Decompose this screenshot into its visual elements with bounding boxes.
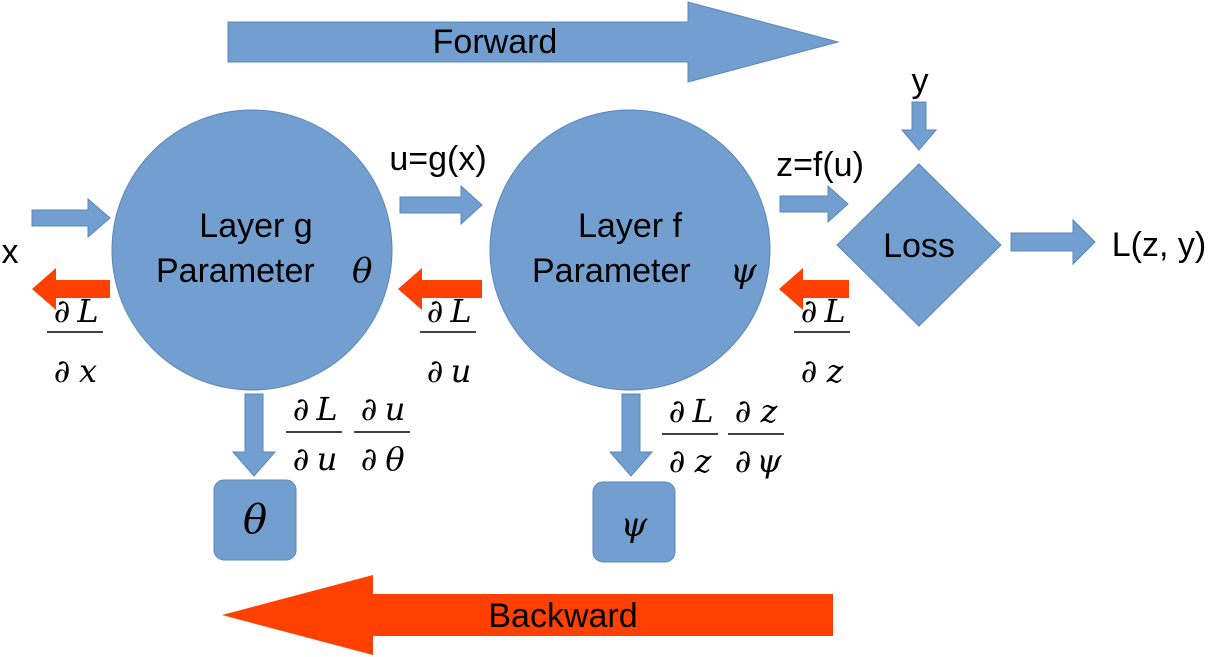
dL-du-numerator-partial: ∂ <box>427 292 444 330</box>
grad-psi-t2-numerator: z <box>760 392 779 430</box>
grad-theta-t2-denominator: θ <box>385 440 404 478</box>
loss-to-output-arrow <box>1010 218 1096 266</box>
dL-du-fraction: ∂ L ∂ u <box>420 292 476 390</box>
grad-theta-term-1: ∂ L ∂ u <box>286 390 342 478</box>
layer-g-param-label: Parameter <box>156 252 315 290</box>
loss-label: Loss <box>883 227 955 265</box>
input-x-label: x <box>2 233 19 271</box>
layer-f-title: Layer f <box>578 207 682 245</box>
psi-box-symbol: ψ <box>621 505 648 545</box>
grad-psi-t2-denominator: ψ <box>756 442 782 480</box>
input-y-label: y <box>912 62 929 100</box>
grad-psi-t1-denominator-partial: ∂ <box>669 442 686 480</box>
dL-du-numerator: L <box>449 292 471 330</box>
dL-dz-numerator: L <box>823 292 845 330</box>
input-x-arrow <box>31 197 111 239</box>
grad-psi-t1-denominator: z <box>694 442 713 480</box>
dL-dx-fraction: ∂ L ∂ x <box>47 292 103 390</box>
grad-psi-t2-denominator-partial: ∂ <box>735 442 752 480</box>
backward-label: Backward <box>488 597 637 635</box>
dL-dz-denominator: z <box>826 352 845 390</box>
layer-f-node <box>489 109 771 391</box>
grad-psi-t1-numerator: L <box>691 392 713 430</box>
grad-psi-t2-numerator-partial: ∂ <box>735 392 752 430</box>
input-y-arrow <box>900 101 938 151</box>
forward-label: Forward <box>433 23 558 61</box>
dL-du-denominator-partial: ∂ <box>427 352 444 390</box>
grad-u-arrow <box>398 268 482 310</box>
grad-theta-term-2: ∂ u ∂ θ <box>354 390 410 478</box>
dL-dz-denominator-partial: ∂ <box>801 352 818 390</box>
dL-dx-numerator: L <box>76 292 98 330</box>
grad-psi-term-2: ∂ z ∂ ψ <box>728 392 784 480</box>
layer-f-param-symbol: ψ <box>730 251 757 291</box>
grad-theta-t1-denominator-partial: ∂ <box>293 440 310 478</box>
output-label: L(z, y) <box>1112 226 1206 264</box>
grad-z-arrow <box>779 268 849 310</box>
dL-dx-denominator: x <box>79 352 97 390</box>
layer-g-node <box>111 109 393 391</box>
grad-psi-t1-numerator-partial: ∂ <box>669 392 686 430</box>
dL-dx-numerator-partial: ∂ <box>54 292 71 330</box>
f-to-psi-arrow <box>608 393 654 477</box>
backward-banner-arrow <box>222 575 833 655</box>
g-to-theta-arrow <box>231 393 277 477</box>
dL-dz-numerator-partial: ∂ <box>801 292 818 330</box>
f-to-loss-arrow <box>779 184 849 224</box>
u-equation-label: u=g(x) <box>389 140 486 178</box>
dL-du-denominator: u <box>451 352 472 390</box>
grad-theta-t1-numerator-partial: ∂ <box>293 390 310 428</box>
theta-parameter-box <box>213 479 297 561</box>
layer-g-title: Layer g <box>199 207 312 245</box>
layer-f-param-label: Parameter <box>532 252 691 290</box>
grad-theta-t2-denominator-partial: ∂ <box>361 440 378 478</box>
z-equation-label: z=f(u) <box>776 146 864 184</box>
loss-node <box>836 163 1002 327</box>
g-to-f-arrow <box>399 184 483 226</box>
grad-theta-t2-numerator-partial: ∂ <box>361 390 378 428</box>
grad-psi-term-1: ∂ L ∂ z <box>662 392 718 480</box>
grad-theta-t1-numerator: L <box>315 390 337 428</box>
grad-theta-t2-numerator: u <box>385 390 406 428</box>
forward-banner-arrow <box>227 1 840 83</box>
grad-x-arrow <box>32 268 110 310</box>
psi-parameter-box <box>592 481 676 563</box>
layer-g-param-symbol: θ <box>352 251 372 291</box>
grad-theta-t1-denominator: u <box>317 440 338 478</box>
dL-dz-fraction: ∂ L ∂ z <box>794 292 850 390</box>
theta-box-symbol: θ <box>243 497 267 543</box>
dL-dx-denominator-partial: ∂ <box>54 352 71 390</box>
